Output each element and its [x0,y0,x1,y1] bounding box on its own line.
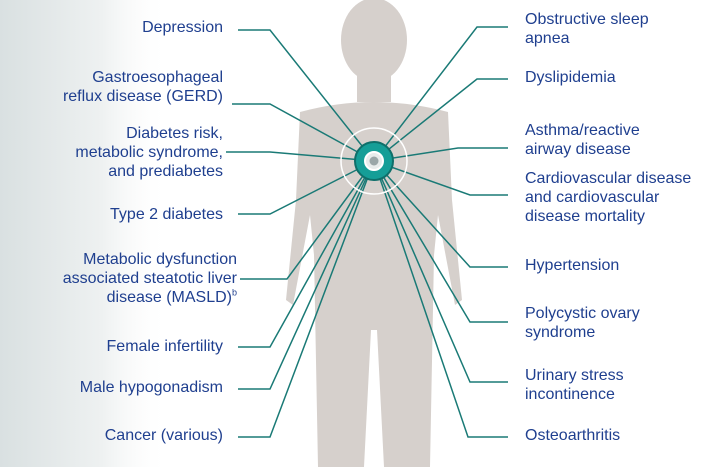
label-line: Diabetes risk, [126,125,223,142]
label-line: Gastroesophageal [92,69,223,86]
label-line: disease mortality [525,208,645,225]
label-asthma: Asthma/reactive airway disease [525,121,640,159]
label-line: and cardiovascular [525,189,659,206]
label-depression: Depression [142,18,223,37]
label-line: Urinary stress [525,367,624,384]
label-type-2-diabetes: Type 2 diabetes [110,205,223,224]
label-obstructive-sleep-apnea: Obstructive sleep apnea [525,10,649,48]
label-line: Male hypogonadism [80,379,223,396]
label-line: Female infertility [107,338,223,355]
label-line: Polycystic ovary [525,305,640,322]
label-urinary-stress-incontinence: Urinary stress incontinence [525,366,624,404]
label-line: airway disease [525,141,631,158]
label-line: metabolic syndrome, [75,144,223,161]
footnote-marker: b [232,288,237,298]
label-line: reflux disease (GERD) [63,88,223,105]
human-silhouette [286,0,462,467]
label-line: Hypertension [525,257,619,274]
label-line: Depression [142,19,223,36]
label-line: Dyslipidemia [525,69,616,86]
label-cancer: Cancer (various) [105,426,223,445]
label-line: apnea [525,30,570,47]
label-line: associated steatotic liver [63,270,237,287]
label-line: disease (MASLD) [107,289,232,306]
label-dyslipidemia: Dyslipidemia [525,68,616,87]
label-line: Metabolic dysfunction [83,251,237,268]
label-line: incontinence [525,386,615,403]
label-gerd: Gastroesophageal reflux disease (GERD) [63,68,223,106]
label-polycystic-ovary-syndrome: Polycystic ovary syndrome [525,304,640,342]
label-line: Type 2 diabetes [110,206,223,223]
label-male-hypogonadism: Male hypogonadism [80,378,223,397]
label-masld: Metabolic dysfunction associated steatot… [63,250,237,307]
label-line: and prediabetes [108,163,223,180]
label-line: syndrome [525,324,595,341]
label-female-infertility: Female infertility [107,337,223,356]
label-line: Obstructive sleep [525,11,649,28]
label-hypertension: Hypertension [525,256,619,275]
label-line: Cardiovascular disease [525,170,691,187]
label-diabetes-risk: Diabetes risk, metabolic syndrome, and p… [75,124,223,181]
label-line: Asthma/reactive [525,122,640,139]
label-osteoarthritis: Osteoarthritis [525,426,620,445]
label-line: Osteoarthritis [525,427,620,444]
label-line: Cancer (various) [105,427,223,444]
label-cardiovascular-disease: Cardiovascular disease and cardiovascula… [525,169,691,226]
